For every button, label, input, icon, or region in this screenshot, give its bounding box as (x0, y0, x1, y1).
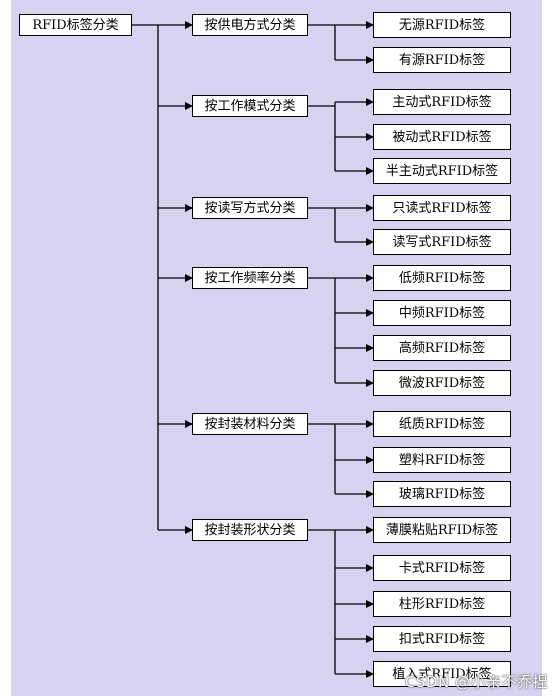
watermark: CSDN @小亲不乔捏 (404, 673, 548, 691)
category-node: 按读写方式分类 (192, 197, 308, 219)
category-node: 按工作模式分类 (192, 95, 308, 117)
leaf-node: 只读式RFID标签 (373, 195, 511, 221)
category-node: 按供电方式分类 (192, 14, 308, 36)
leaf-node: 低频RFID标签 (373, 265, 511, 291)
category-node: 按封装形状分类 (192, 519, 308, 541)
category-node: 按封装材料分类 (192, 413, 308, 435)
leaf-node: 微波RFID标签 (373, 370, 511, 396)
leaf-node: 中频RFID标签 (373, 300, 511, 326)
leaf-node: 薄膜粘贴RFID标签 (373, 517, 511, 543)
leaf-node: 主动式RFID标签 (373, 89, 511, 115)
leaf-node: 塑料RFID标签 (373, 447, 511, 473)
leaf-node: 半主动式RFID标签 (373, 158, 511, 184)
leaf-node: 无源RFID标签 (373, 12, 511, 38)
leaf-node: 卡式RFID标签 (373, 555, 511, 581)
leaf-node: 玻璃RFID标签 (373, 481, 511, 507)
leaf-node: 柱形RFID标签 (373, 591, 511, 617)
leaf-node: 扣式RFID标签 (373, 626, 511, 652)
leaf-node: 纸质RFID标签 (373, 411, 511, 437)
leaf-node: 读写式RFID标签 (373, 229, 511, 255)
leaf-node: 有源RFID标签 (373, 47, 511, 73)
leaf-node: 被动式RFID标签 (373, 124, 511, 150)
leaf-node: 高频RFID标签 (373, 335, 511, 361)
leaf-node: 植入式RFID标签 (373, 661, 511, 687)
root-node: RFID标签分类 (19, 14, 132, 36)
category-node: 按工作频率分类 (192, 267, 308, 289)
